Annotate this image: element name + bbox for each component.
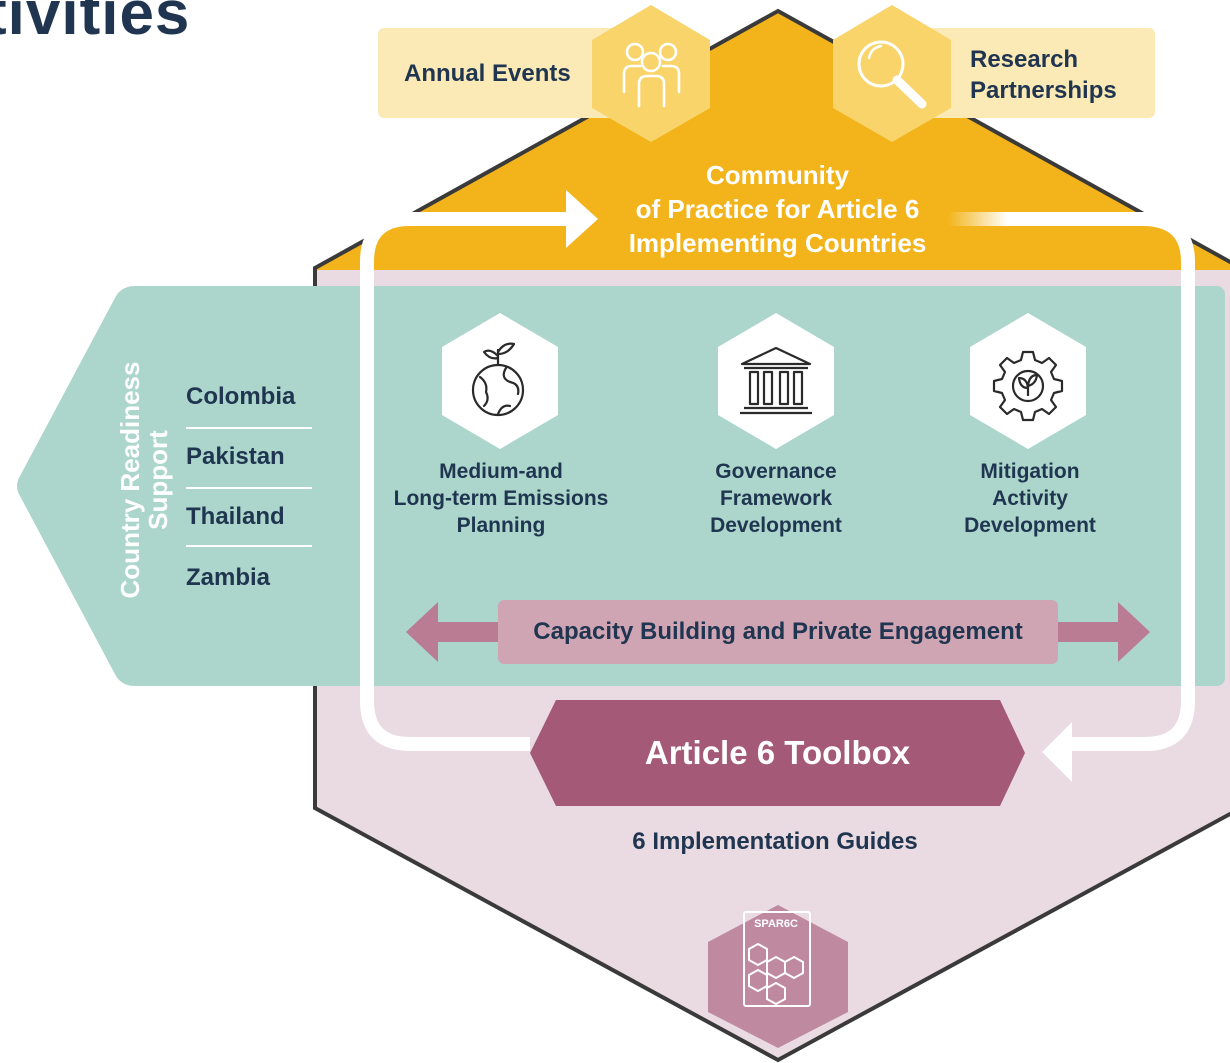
capacity-building-label: Capacity Building and Private Engagement bbox=[533, 618, 1023, 645]
pillar-1-line-1: Medium-and bbox=[439, 460, 563, 483]
pillar-1-line-2: Long-term Emissions bbox=[393, 487, 609, 510]
pillar-mitigation-activity: Mitigation Activity Development bbox=[930, 458, 1130, 539]
toolbox-title: Article 6 Toolbox bbox=[644, 734, 911, 771]
country-pakistan: Pakistan bbox=[186, 443, 285, 470]
cop-line-1: Community bbox=[706, 160, 849, 190]
people-group-icon bbox=[622, 42, 681, 108]
cycle-loop-arrows bbox=[360, 190, 1195, 782]
annual-events-label: Annual Events bbox=[404, 60, 571, 87]
globe-plant-icon bbox=[471, 342, 525, 417]
country-readiness-title: Country Readiness Support bbox=[104, 300, 184, 660]
crs-line-1: Country Readiness bbox=[115, 361, 145, 599]
pillar-governance-framework: Governance Framework Development bbox=[676, 458, 876, 539]
pillar-3-line-2: Activity bbox=[992, 487, 1068, 510]
spar6c-document-icon bbox=[743, 911, 811, 1007]
pillar-hexagon-2 bbox=[718, 313, 834, 449]
country-thailand: Thailand bbox=[186, 503, 285, 530]
pillar-3-line-3: Development bbox=[964, 514, 1096, 537]
pillar-1-line-3: Planning bbox=[456, 514, 546, 537]
pillar-3-line-1: Mitigation bbox=[980, 460, 1080, 483]
country-zambia: Zambia bbox=[186, 564, 271, 591]
cop-line-2: of Practice for Article 6 bbox=[635, 194, 920, 224]
spar6c-label: SPAR6C bbox=[754, 918, 798, 930]
country-readiness-panel bbox=[17, 286, 318, 686]
pillar-2-line-1: Governance bbox=[715, 460, 837, 483]
government-building-icon bbox=[740, 346, 812, 415]
country-dividers bbox=[186, 427, 312, 547]
annual-events-card bbox=[378, 28, 618, 118]
pillar-2-line-2: Framework bbox=[719, 487, 833, 510]
magnifier-icon bbox=[857, 40, 927, 109]
research-partnerships-label: Research Partnerships bbox=[970, 44, 1117, 106]
crs-line-2: Support bbox=[143, 430, 173, 530]
gear-plant-icon bbox=[992, 350, 1064, 422]
toolbox-banner bbox=[530, 700, 1025, 806]
country-colombia: Colombia bbox=[186, 383, 296, 410]
pillar-hexagon-1 bbox=[442, 313, 558, 449]
pillar-emissions-planning: Medium-and Long-term Emissions Planning bbox=[385, 458, 617, 539]
research-label-line-2: Partnerships bbox=[970, 77, 1117, 104]
annual-events-hexagon bbox=[592, 5, 710, 142]
research-label-line-1: Research bbox=[970, 46, 1079, 73]
research-partnerships-card bbox=[915, 28, 1155, 118]
capacity-building-bar bbox=[498, 600, 1058, 664]
cop-line-3: Implementing Countries bbox=[628, 228, 927, 258]
community-of-practice-title: Community of Practice for Article 6 Impl… bbox=[590, 158, 965, 260]
implementation-guides-label: 6 Implementation Guides bbox=[632, 828, 918, 855]
page-title: tivities bbox=[0, 0, 191, 48]
main-hexagon-outline bbox=[313, 8, 1230, 1063]
pillar-2-line-3: Development bbox=[710, 514, 842, 537]
